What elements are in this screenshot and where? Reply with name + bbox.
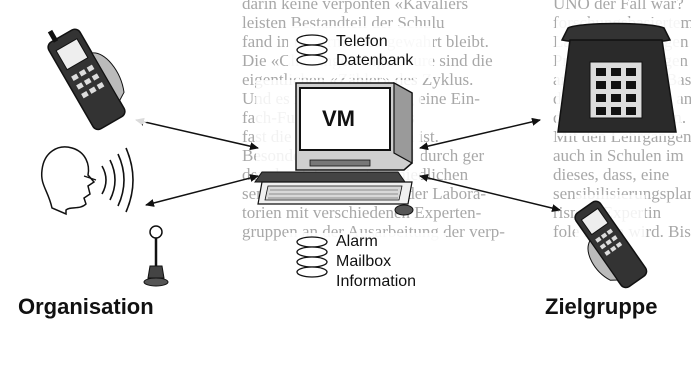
background-text-line: auch in Schulen im bbox=[553, 146, 684, 165]
sound-waves-icon bbox=[101, 147, 134, 213]
mobile-phone-right-icon bbox=[574, 195, 648, 290]
db-bottom-group bbox=[286, 233, 446, 293]
db-label-datenbank: Datenbank bbox=[336, 52, 414, 69]
db-top-group bbox=[288, 26, 433, 78]
mobile-phone-left-icon bbox=[9, 0, 159, 163]
caption-zielgruppe: Zielgruppe bbox=[545, 294, 658, 319]
vm-label: VM bbox=[322, 106, 355, 131]
arrow-microphone-to-vm bbox=[145, 174, 259, 207]
caption-organisation: Organisation bbox=[18, 294, 154, 319]
background-text-line: UNO der Fall war? bbox=[553, 0, 684, 13]
arrow-vm-to-desk-phone bbox=[419, 117, 541, 151]
database-icon-telefon bbox=[296, 34, 328, 66]
speaking-person-icon bbox=[34, 140, 114, 216]
arrow-vm-to-mobile-right bbox=[419, 174, 561, 212]
background-text-line: darin keine verpönten «Kavaliers bbox=[242, 0, 469, 13]
microphone-icon bbox=[140, 220, 170, 290]
db-label-telefon: Telefon bbox=[336, 33, 388, 50]
db-label-mailbox: Mailbox bbox=[336, 253, 392, 270]
arrows bbox=[135, 117, 561, 212]
background-text-line: dieses, dass, eine bbox=[553, 165, 670, 184]
db-label-information: Information bbox=[336, 273, 417, 290]
desk-phone-icon bbox=[556, 18, 681, 136]
db-label-alarm: Alarm bbox=[336, 233, 378, 250]
computer-icon bbox=[254, 80, 421, 216]
arrow-phone-left-to-vm bbox=[135, 117, 259, 151]
